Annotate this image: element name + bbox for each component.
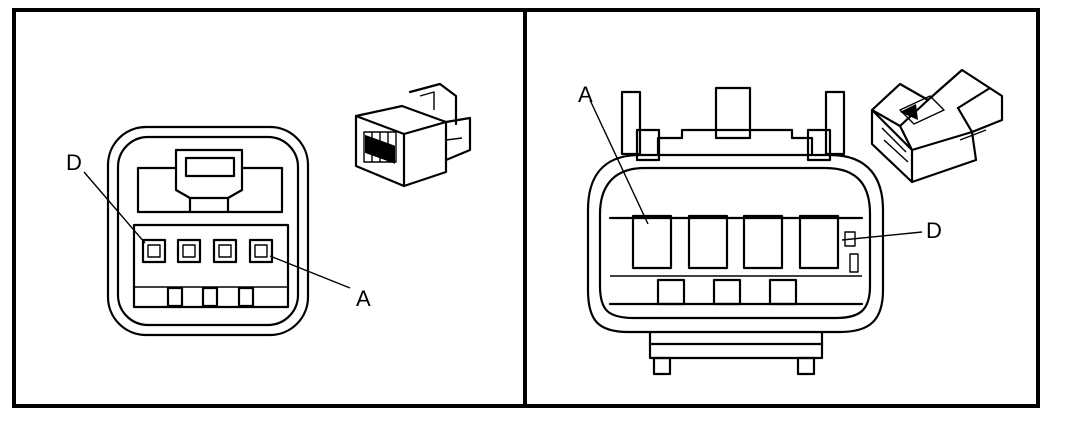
left-terminal-cavities bbox=[141, 238, 274, 264]
right-connector-inner-shell bbox=[598, 166, 872, 320]
left-connector-inner-shell bbox=[116, 135, 300, 327]
left-connector-outer-shell bbox=[106, 125, 310, 337]
right-panel: A D bbox=[578, 68, 1004, 376]
left-latch bbox=[136, 148, 284, 214]
right-leader-a bbox=[589, 99, 649, 225]
left-label-terminal-a: A bbox=[356, 286, 371, 311]
left-bottom-keys bbox=[166, 286, 255, 308]
right-bottom-keys bbox=[656, 278, 798, 306]
right-bottom-tab bbox=[648, 330, 824, 376]
right-leader-d bbox=[841, 231, 923, 241]
right-top-latches bbox=[620, 86, 846, 162]
right-label-terminal-d: D bbox=[926, 218, 942, 243]
right-label-terminal-a: A bbox=[578, 82, 593, 107]
right-connector-outer-shell bbox=[586, 153, 885, 334]
left-leader-d bbox=[83, 171, 146, 244]
left-label-terminal-d: D bbox=[66, 150, 82, 175]
right-connector-thumbnail bbox=[870, 68, 1004, 184]
left-terminal-frame bbox=[132, 223, 290, 309]
left-panel: D A bbox=[66, 82, 472, 337]
left-connector-thumbnail bbox=[354, 82, 472, 188]
right-terminal-cavities bbox=[631, 214, 859, 273]
left-leader-a bbox=[269, 255, 351, 289]
